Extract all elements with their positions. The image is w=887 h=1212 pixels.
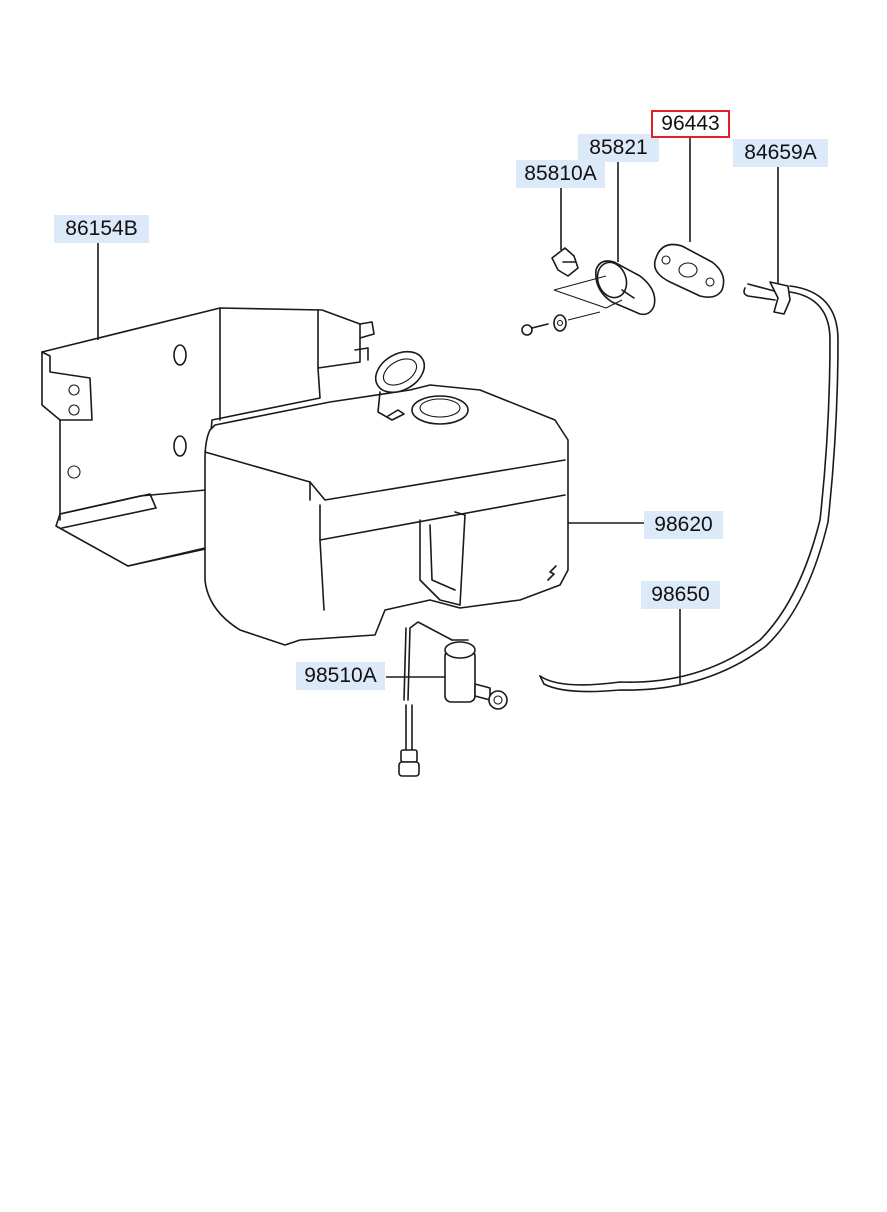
washer-pump <box>398 621 508 777</box>
washer-hose <box>539 285 839 693</box>
pad-96443 <box>653 243 725 298</box>
label-86154b[interactable]: 86154B <box>54 215 149 243</box>
label-98510a[interactable]: 98510A <box>296 662 385 690</box>
screw-and-washer <box>521 311 601 336</box>
label-85821[interactable]: 85821 <box>578 134 659 162</box>
label-98620[interactable]: 98620 <box>644 511 723 539</box>
grommet-85821 <box>553 260 656 316</box>
label-84659a[interactable]: 84659A <box>733 139 828 167</box>
clip-85810a <box>551 247 579 277</box>
reservoir-cap <box>374 350 426 421</box>
label-96443[interactable]: 96443 <box>651 110 730 138</box>
leader-lines <box>97 138 779 684</box>
label-85810a[interactable]: 85810A <box>516 160 605 188</box>
reservoir-bracket <box>41 307 375 567</box>
washer-reservoir <box>204 384 569 646</box>
label-98650[interactable]: 98650 <box>641 581 720 609</box>
hose-clip <box>743 281 791 315</box>
